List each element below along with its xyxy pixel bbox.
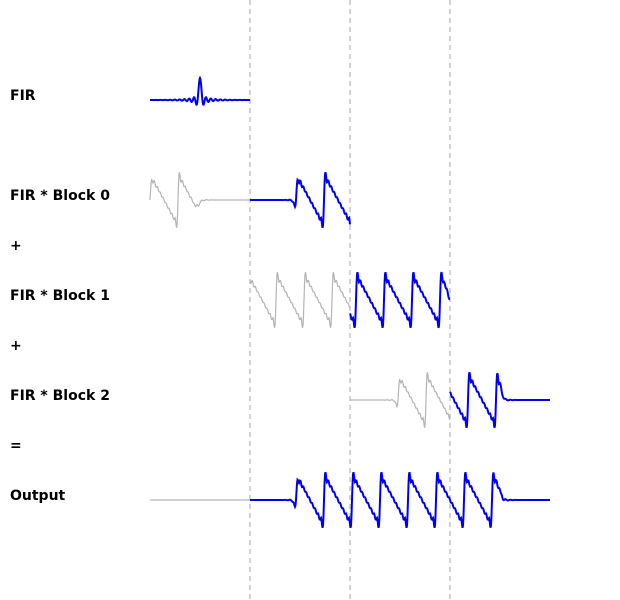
signal-trace bbox=[250, 471, 550, 529]
faded-trace bbox=[350, 372, 451, 428]
label-block-0: FIR * Block 0 bbox=[10, 188, 110, 204]
label-output: Output bbox=[10, 488, 66, 504]
label-fir: FIR bbox=[10, 88, 36, 104]
block-1-waveform bbox=[249, 271, 451, 329]
fir-impulse-trace bbox=[149, 75, 251, 106]
label-block-2: FIR * Block 2 bbox=[10, 388, 110, 404]
output-waveform bbox=[150, 471, 550, 529]
plus-sign: + bbox=[10, 238, 22, 254]
equals-sign: = bbox=[10, 438, 22, 454]
plus-sign: + bbox=[10, 338, 22, 354]
fir-waveform bbox=[149, 75, 251, 106]
signal-trace bbox=[349, 271, 451, 329]
faded-trace bbox=[149, 172, 250, 228]
signal-trace bbox=[449, 371, 550, 429]
block-dividers bbox=[249, 0, 451, 600]
label-block-1: FIR * Block 1 bbox=[10, 288, 110, 304]
block-0-waveform bbox=[149, 171, 351, 229]
block-2-waveform bbox=[350, 371, 550, 429]
faded-trace bbox=[249, 272, 351, 328]
signal-trace bbox=[250, 171, 351, 229]
